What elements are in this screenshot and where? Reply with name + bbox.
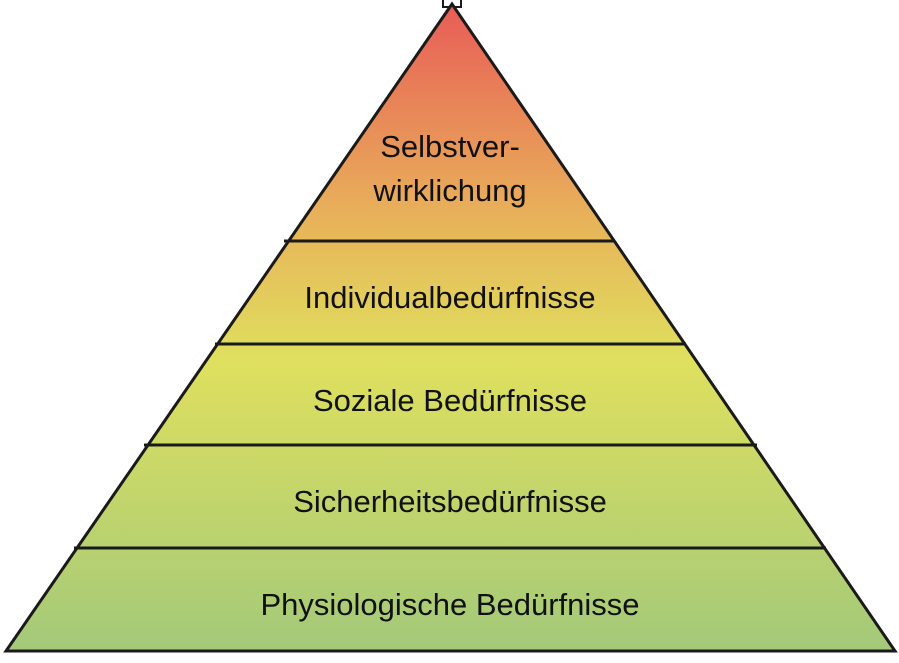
level-physiological-needs: Physiologische Bedürfnisse bbox=[260, 587, 639, 622]
level-label: Individualbedürfnisse bbox=[304, 280, 595, 315]
level-label: Physiologische Bedürfnisse bbox=[260, 587, 639, 622]
pyramid-body bbox=[6, 4, 895, 651]
level-label: Sicherheitsbedürfnisse bbox=[293, 484, 607, 519]
level-safety-needs: Sicherheitsbedürfnisse bbox=[293, 484, 607, 519]
level-social-needs: Soziale Bedürfnisse bbox=[313, 383, 587, 418]
pyramid-outline bbox=[3, 1, 898, 653]
level-label: Soziale Bedürfnisse bbox=[313, 383, 587, 418]
level-label-line: Selbstver- bbox=[380, 129, 520, 164]
level-individual-needs: Individualbedürfnisse bbox=[304, 280, 595, 315]
level-self-actualization: Selbstver- wirklichung bbox=[372, 129, 526, 208]
level-label-line: wirklichung bbox=[372, 173, 526, 208]
